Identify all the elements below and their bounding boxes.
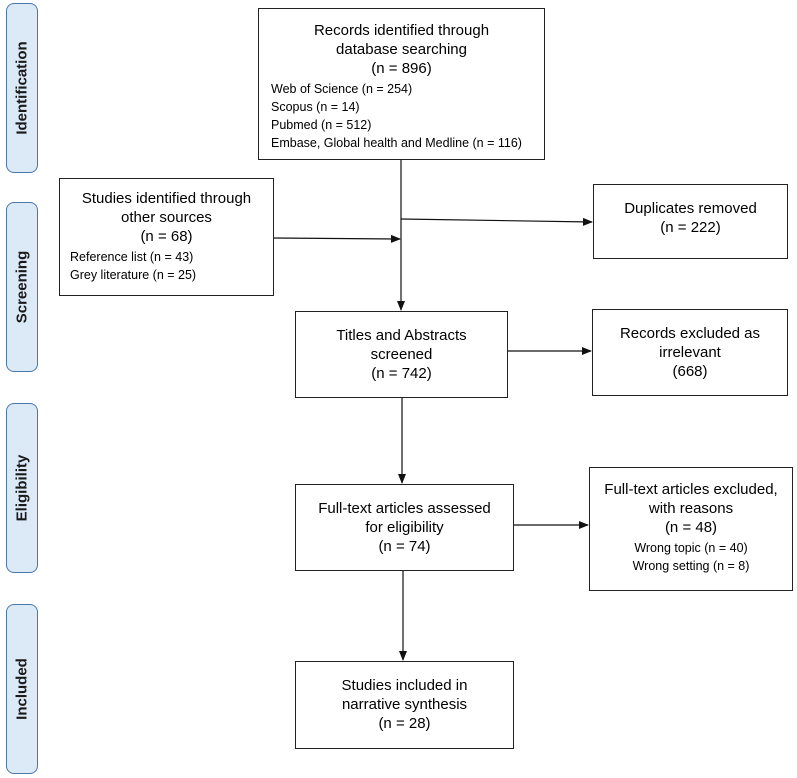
- other-sources-title-line1: Studies identified through: [81, 190, 252, 207]
- other-sources-box: Studies identified through other sources…: [59, 178, 274, 296]
- phase-screening: Screening: [6, 202, 38, 372]
- included-box: Studies included in narrative synthesis …: [295, 661, 514, 749]
- fulltext-count: (n = 74): [378, 538, 431, 555]
- excluded-box: Full-text articles excluded, with reason…: [589, 467, 793, 591]
- fulltext-title-line1: Full-text articles assessed: [318, 500, 491, 517]
- fulltext-box: Full-text articles assessed for eligibil…: [295, 484, 514, 571]
- included-title-line1: Studies included in: [341, 677, 468, 694]
- excluded-title-line1: Full-text articles excluded,: [604, 481, 778, 498]
- database-sub-wos: Web of Science (n = 254): [271, 82, 413, 96]
- duplicates-title: Duplicates removed: [624, 200, 757, 217]
- irrelevant-count: (668): [672, 363, 708, 380]
- irrelevant-title-line1: Records excluded as: [619, 325, 761, 342]
- included-title-line2: narrative synthesis: [341, 696, 468, 713]
- database-title-line1: Records identified through: [313, 22, 490, 39]
- phase-included: Included: [6, 604, 38, 774]
- excluded-sub-setting: Wrong setting (n = 8): [632, 559, 750, 573]
- duplicates-box: Duplicates removed (n = 222): [593, 184, 788, 259]
- phase-identification: Identification: [6, 3, 38, 173]
- phase-eligibility: Eligibility: [6, 403, 38, 573]
- screened-count: (n = 742): [371, 365, 432, 382]
- database-count: (n = 896): [371, 60, 432, 77]
- other-sources-sub-grey: Grey literature (n = 25): [70, 268, 197, 282]
- screened-box: Titles and Abstracts screened (n = 742): [295, 311, 508, 398]
- database-title-line2: database searching: [336, 41, 467, 58]
- duplicates-count: (n = 222): [660, 219, 721, 236]
- fulltext-title-line2: for eligibility: [365, 519, 444, 536]
- database-sub-scopus: Scopus (n = 14): [271, 100, 360, 114]
- excluded-count: (n = 48): [664, 519, 718, 536]
- irrelevant-title-line2: irrelevant: [659, 344, 721, 361]
- excluded-title-line2: with reasons: [648, 500, 734, 517]
- arrow-to-duplicates: [400, 217, 593, 226]
- excluded-sub-topic: Wrong topic (n = 40): [634, 541, 748, 555]
- arrow-other-sources-in: [273, 234, 401, 243]
- other-sources-count: (n = 68): [140, 228, 193, 245]
- irrelevant-box: Records excluded as irrelevant (668): [592, 309, 788, 396]
- other-sources-title-line2: other sources: [121, 209, 212, 226]
- database-records-box: Records identified through database sear…: [258, 8, 545, 160]
- database-sub-embase: Embase, Global health and Medline (n = 1…: [271, 136, 522, 150]
- screened-title-line2: screened: [370, 346, 433, 363]
- screened-title-line1: Titles and Abstracts: [336, 327, 467, 344]
- database-sub-pubmed: Pubmed (n = 512): [271, 118, 372, 132]
- included-count: (n = 28): [378, 715, 431, 732]
- other-sources-sub-reference: Reference list (n = 43): [70, 250, 194, 264]
